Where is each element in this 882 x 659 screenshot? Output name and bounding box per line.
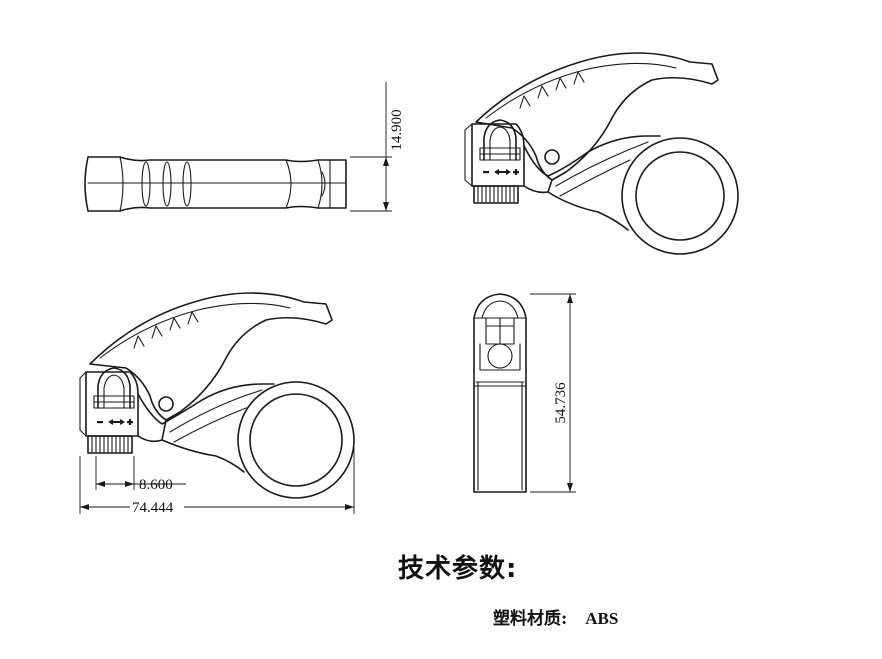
dimension-jaw-width-label: 8.600 bbox=[139, 477, 173, 493]
dimension-thickness: 14.900 bbox=[350, 82, 405, 212]
dimension-height: 54.736 bbox=[530, 293, 576, 493]
top-view bbox=[84, 156, 347, 212]
material-spec: 塑料材质: ABS bbox=[493, 604, 618, 629]
knurl-lines bbox=[91, 436, 129, 453]
side-view-lower bbox=[79, 292, 355, 499]
dimension-jaw-width: 8.600 bbox=[95, 456, 186, 493]
dimension-height-label: 54.736 bbox=[553, 382, 569, 424]
dimension-overall-length-label: 74.444 bbox=[132, 500, 174, 516]
side-view-upper bbox=[464, 52, 739, 255]
material-label: 塑料材质: bbox=[493, 609, 568, 629]
material-value: ABS bbox=[585, 609, 619, 628]
front-view bbox=[473, 293, 527, 493]
minus-arrow-plus-icon bbox=[483, 169, 519, 175]
dimension-overall-length: 74.444 bbox=[79, 444, 355, 516]
knurl-lines bbox=[477, 186, 515, 203]
specs-heading: 技术参数: bbox=[398, 554, 518, 584]
dimension-thickness-label: 14.900 bbox=[389, 109, 405, 150]
minus-arrow-plus-icon bbox=[97, 419, 133, 425]
